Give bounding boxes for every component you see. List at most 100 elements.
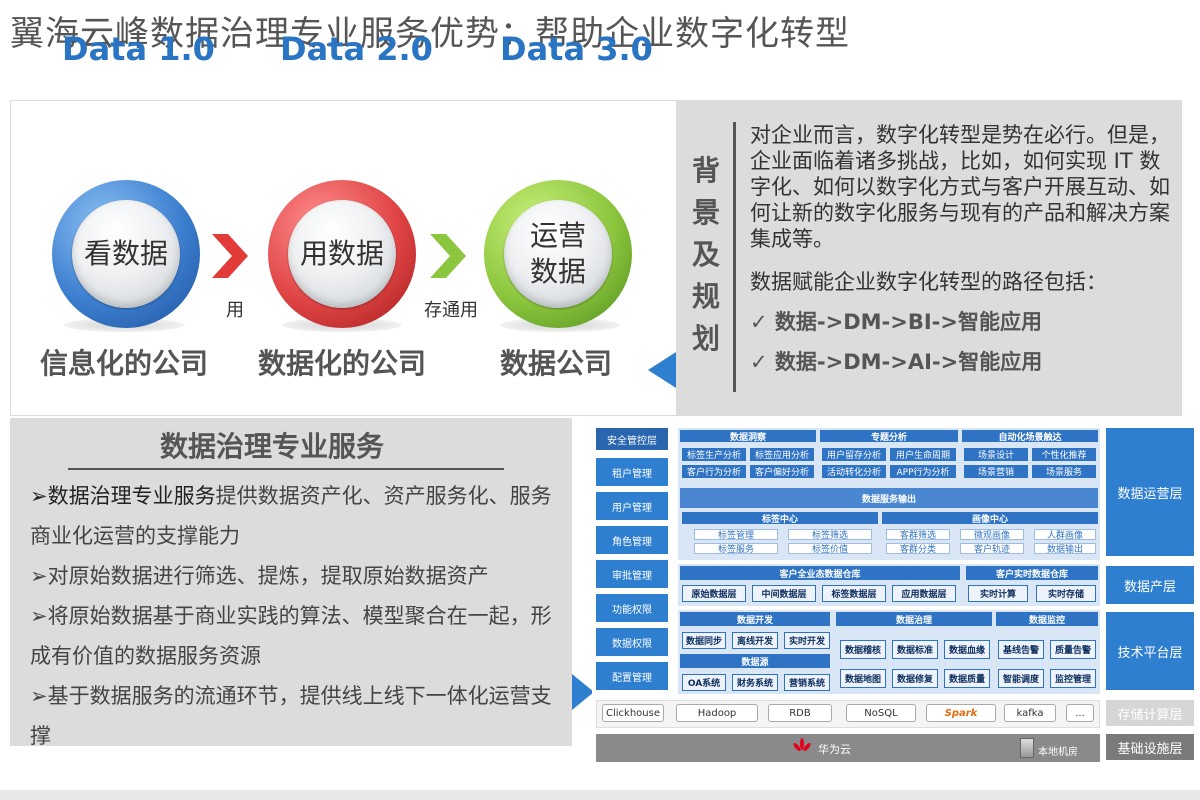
service-item: ➢将原始数据基于商业实践的算法、模型聚合在一起，形成有价值的数据服务资源: [30, 596, 565, 676]
storage-item: Hadoop: [676, 704, 758, 722]
service-item-lead: ➢: [30, 564, 48, 588]
infra-item-local: 本地机房: [1038, 747, 1078, 758]
service-item-text: 基于数据服务的流通环节，提供线上线下一体化运营支撑: [30, 684, 552, 748]
portrait-center-item: 数据输出: [1034, 543, 1096, 555]
stage-1-center: 看数据: [72, 200, 180, 308]
group-item: APP行为分析: [890, 465, 956, 478]
infra-item-huawei: 华为云: [818, 743, 851, 756]
dev-item: 数据同步: [682, 632, 726, 649]
stage-2-center: 用数据: [288, 200, 396, 308]
monitor-item: 监控管理: [1050, 669, 1096, 688]
service-item-text: 提供数据资产化、资产服务化、服务商业化运营的支撑能力: [30, 484, 552, 548]
group-item: 客户偏好分析: [750, 465, 814, 478]
realtime-title: 客户实时数据仓库: [966, 566, 1098, 580]
governance-item: 数据血缘: [944, 640, 990, 659]
arrow-label-use: 用: [226, 300, 244, 321]
group-title: 数据洞察: [680, 430, 816, 443]
group-title: 自动化场景触达: [962, 430, 1098, 443]
group-title: 专题分析: [820, 430, 958, 443]
tag-center-title: 标签中心: [682, 512, 878, 525]
stage-3-heading: Data 3.0: [500, 30, 653, 68]
tag-center-item: 标签管理: [694, 529, 778, 541]
left-col-item: 审批管理: [596, 560, 668, 588]
spark-logo: Spark: [926, 704, 996, 722]
source-item: OA系统: [682, 674, 726, 691]
layer-operations: 数据运营层: [1106, 428, 1194, 556]
portrait-center-item: 客群筛选: [886, 529, 950, 541]
more-item: ...: [1066, 704, 1094, 722]
group-item: 场景营销: [964, 465, 1028, 478]
source-item: 营销系统: [784, 674, 830, 691]
left-col-item: 租户管理: [596, 458, 668, 486]
storage-item: RDB: [768, 704, 832, 722]
kafka-logo: kafka: [1004, 704, 1056, 722]
group-item: 场景设计: [964, 448, 1028, 461]
stage-3-company: 数据公司: [500, 347, 613, 380]
layer-storage: 存储计算层: [1106, 700, 1194, 726]
service-item-lead: ➢: [30, 684, 48, 708]
divider: [733, 122, 736, 392]
left-col-item: 用户管理: [596, 492, 668, 520]
realtime-item: 实时计算: [968, 585, 1028, 602]
monitor-item: 智能调度: [998, 669, 1044, 688]
warehouse-item: 应用数据层: [892, 585, 956, 602]
dev-item: 离线开发: [732, 632, 778, 649]
governance-item: 数据修复: [892, 669, 938, 688]
realtime-item: 实时存储: [1036, 585, 1096, 602]
source-title: 数据源: [680, 654, 830, 668]
left-col-item: 配置管理: [596, 662, 668, 690]
service-item-text: 对原始数据进行筛选、提炼，提取原始数据资产: [47, 564, 489, 588]
warehouse-item: 原始数据层: [682, 585, 746, 602]
service-item-lead: ➢数据治理专业服务: [30, 484, 216, 508]
divider: [68, 468, 504, 470]
green-chevron-icon: [430, 234, 466, 278]
portrait-center-item: 客户轨迹: [960, 543, 1024, 555]
warehouse-item: 标签数据层: [822, 585, 886, 602]
stage-2-heading: Data 2.0: [280, 30, 433, 68]
service-item-text: 将原始数据基于商业实践的算法、模型聚合在一起，形成有价值的数据服务资源: [30, 604, 552, 668]
arrow-label-store: 存通用: [424, 300, 478, 321]
governance-item: 数据稽核: [840, 640, 886, 659]
huawei-logo-icon: [793, 738, 811, 752]
service-item: ➢基于数据服务的流通环节，提供线上线下一体化运营支撑: [30, 676, 565, 756]
background-paragraph: 对企业而言，数字化转型是势在必行。但是，企业面临着诸多挑战，比如，如何实现 IT…: [750, 123, 1170, 251]
server-icon: [1020, 738, 1034, 758]
service-item: ➢数据治理专业服务提供数据资产化、资产服务化、服务商业化运营的支撑能力: [30, 476, 565, 556]
governance-item: 数据标准: [892, 640, 938, 659]
footer-bar: [0, 790, 1200, 800]
path-item: ✓ 数据->DM->AI->智能应用: [750, 350, 1043, 374]
storage-item: Clickhouse: [602, 704, 664, 722]
stage-1-company: 信息化的公司: [40, 347, 209, 380]
warehouse-item: 中间数据层: [752, 585, 816, 602]
tag-center-item: 标签价值: [788, 543, 872, 555]
left-col-item: 角色管理: [596, 526, 668, 554]
monitor-item: 基线告警: [998, 640, 1044, 659]
group-item: 标签应用分析: [750, 448, 814, 461]
governance-item: 数据质量: [944, 669, 990, 688]
service-panel: [10, 418, 572, 746]
dev-title: 数据开发: [680, 612, 830, 626]
service-item-lead: ➢: [30, 604, 48, 628]
portrait-center-title: 画像中心: [882, 512, 1098, 525]
storage-item: NoSQL: [846, 704, 916, 722]
group-item: 标签生产分析: [682, 448, 746, 461]
path-item: ✓ 数据->DM->BI->智能应用: [750, 310, 1042, 334]
tag-center-item: 标签服务: [694, 543, 778, 555]
stage-3-center: 运营 数据: [504, 200, 612, 308]
left-col-item: 功能权限: [596, 594, 668, 622]
background-vertical-title: 背景及规划: [691, 154, 720, 355]
stage-2-ring: 用数据: [268, 180, 416, 328]
pointer-arrow-icon: [572, 674, 594, 710]
monitor-item: 质量告警: [1050, 640, 1096, 659]
portrait-center-item: 客群分类: [886, 543, 950, 555]
portrait-center-item: 微观画像: [960, 529, 1024, 541]
governance-title: 数据治理: [836, 612, 992, 626]
infra-row: [596, 734, 1100, 762]
path-intro: 数据赋能企业数字化转型的路径包括：: [750, 270, 1107, 294]
portrait-center-item: 人群画像: [1034, 529, 1096, 541]
tag-center-item: 标签筛选: [788, 529, 872, 541]
group-item: 客户行为分析: [682, 465, 746, 478]
group-item: 用户留存分析: [822, 448, 886, 461]
slide-title: 翼海云峰数据治理专业服务优势：帮助企业数字化转型: [10, 14, 850, 54]
